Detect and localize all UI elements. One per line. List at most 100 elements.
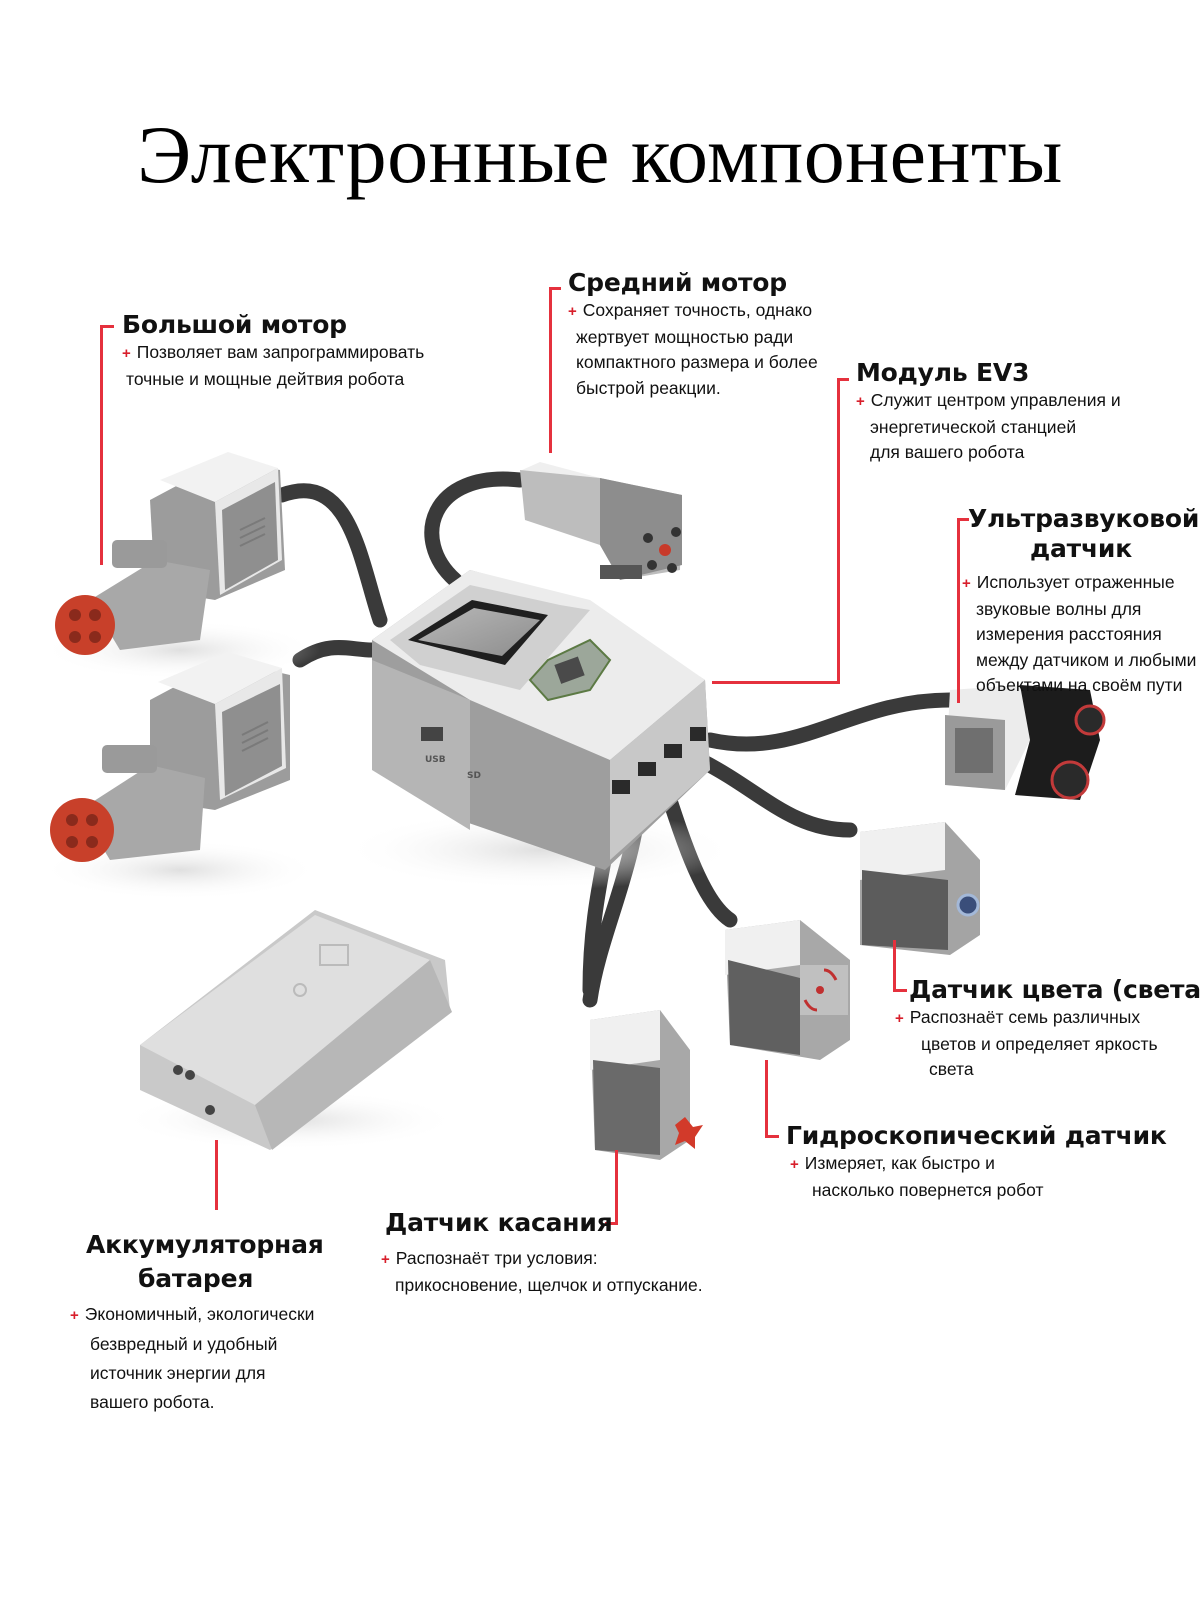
leader-touch	[615, 1150, 618, 1224]
medium-motor-desc-line-2: жертвует мощностью ради	[568, 325, 818, 351]
label-ev3-brick: Модуль EV3 +Служит центром управления и …	[856, 358, 1121, 466]
leader-color	[893, 940, 896, 992]
ev3-brick: USB SD	[372, 570, 710, 870]
ultrasonic-sensor	[945, 685, 1106, 800]
plus-icon: +	[122, 345, 131, 362]
ultrasonic-desc-line-3: измерения расстояния	[968, 622, 1199, 648]
label-ultrasonic-sensor: Ультразвуковой датчик +Использует отраже…	[962, 504, 1200, 699]
desc-text: энергетической станцией	[870, 416, 1077, 437]
color-desc-line-1: +Распознаёт семь различных	[895, 1005, 1200, 1032]
desc-text: источник энергии для	[90, 1363, 266, 1383]
leader-battery	[215, 1140, 218, 1210]
color-sensor	[860, 822, 980, 955]
desc-text: объектами на своём пути	[976, 675, 1183, 695]
leader-ev3-horizontal	[712, 681, 840, 684]
desc-text: точные и мощные дейтвия робота	[126, 368, 405, 389]
desc-text: насколько повернется робот	[812, 1179, 1044, 1200]
leader-ultrasonic	[957, 518, 960, 703]
desc-text: света	[929, 1059, 974, 1079]
plus-icon: +	[568, 303, 577, 320]
large-motor-title: Большой мотор	[122, 310, 347, 339]
battery-desc-line-1: + Экономичный, экологически	[70, 1300, 324, 1330]
desc-text: звуковые волны для	[976, 598, 1142, 619]
ultrasonic-title-line-1: Ультразвуковой	[968, 504, 1200, 533]
label-battery: Аккумуляторная батарея + Экономичный, эко…	[70, 1228, 324, 1417]
touch-desc-line-1: + Распознаёт три условия:	[381, 1246, 703, 1273]
ultrasonic-desc-line-2: звуковые волны для	[968, 597, 1199, 623]
ultrasonic-title-line-2: датчик	[1030, 534, 1132, 563]
label-medium-motor: Средний мотор + Сохраняет точность, однак…	[568, 268, 818, 401]
plus-icon: +	[895, 1010, 904, 1027]
battery	[140, 910, 452, 1150]
desc-text: Служит центром управления и	[870, 390, 1121, 410]
gyro-title: Гидроскопический датчик	[786, 1121, 1167, 1150]
desc-text: безвредный и удобный	[90, 1334, 278, 1354]
desc-text: Позволяет вам запрограммировать	[136, 342, 425, 362]
plus-icon: +	[790, 1156, 799, 1173]
label-touch-sensor: Датчик касания +Распознаёт три условия: …	[381, 1208, 703, 1299]
medium-motor-desc-line-4: быстрой реакции.	[568, 376, 818, 402]
leader-ev3	[837, 378, 840, 684]
touch-title: Датчик касания	[385, 1208, 613, 1237]
medium-motor-desc-line-3: компактного размера и более	[568, 350, 818, 376]
battery-title-line-2: батарея	[138, 1264, 254, 1293]
plus-icon: +	[70, 1307, 79, 1324]
medium-motor-title: Средний мотор	[568, 268, 787, 297]
cable-large-motor-1	[274, 483, 388, 628]
desc-text: для вашего робота	[870, 442, 1025, 462]
ev3-title: Модуль EV3	[856, 358, 1030, 387]
plus-icon: +	[381, 1251, 390, 1268]
large-motor-desc-line-1: + Позволяет вам запрограммировать	[122, 340, 424, 367]
desc-text: Измеряет, как быстро и	[804, 1153, 995, 1173]
desc-text: цветов и определяет яркость	[921, 1033, 1158, 1054]
leader-medium-motor	[549, 287, 552, 453]
cable-ultrasonic	[702, 692, 958, 752]
ultrasonic-desc-line-1: +Использует отраженные	[962, 570, 1199, 597]
large-motor-1	[55, 452, 285, 655]
medium-motor-desc-line-1: + Сохраняет точность, однако	[568, 298, 818, 325]
desc-text: Сохраняет точность, однако	[582, 300, 813, 320]
cable-color	[692, 752, 858, 838]
sd-port-label: SD	[467, 771, 481, 781]
leader-large-motor-tick	[100, 325, 114, 328]
plus-icon: +	[962, 575, 971, 592]
gyro-desc-line-2: насколько повернется робот	[786, 1178, 1167, 1204]
leader-gyro-tick	[765, 1135, 779, 1138]
label-color-sensor: Датчик цвета (света) +Распознаёт семь ра…	[895, 975, 1200, 1083]
leader-color-tick	[893, 989, 907, 992]
desc-text: Экономичный, экологически	[84, 1304, 315, 1324]
desc-text: компактного размера и более	[576, 352, 818, 372]
gyro-desc-line-1: + Измеряет, как быстро и	[790, 1151, 1167, 1178]
usb-port-label: USB	[425, 755, 446, 765]
leader-touch-tick	[605, 1222, 618, 1225]
touch-sensor	[590, 1010, 703, 1160]
large-motor-2	[50, 652, 290, 862]
battery-desc-line-3: источник энергии для	[86, 1359, 324, 1388]
leader-medium-motor-tick	[549, 287, 561, 290]
ev3-desc-line-1: +Служит центром управления и	[856, 388, 1121, 415]
battery-title-line-1: Аккумуляторная	[86, 1230, 324, 1259]
label-gyro-sensor: Гидроскопический датчик + Измеряет, как б…	[786, 1121, 1167, 1203]
leader-ultrasonic-tick	[957, 518, 969, 521]
touch-desc-line-2: прикосновение, щелчок и отпускание.	[385, 1273, 703, 1299]
ev3-desc-line-3: для вашего робота	[856, 440, 1121, 466]
gyro-sensor	[725, 920, 850, 1060]
page-title: Электронные компоненты	[137, 109, 1063, 200]
desc-text: измерения расстояния	[976, 624, 1162, 644]
color-desc-line-3: света	[909, 1057, 1200, 1083]
desc-text: вашего робота.	[90, 1392, 215, 1412]
ev3-desc-line-2: энергетической станцией	[856, 415, 1121, 441]
ultrasonic-desc-line-5: объектами на своём пути	[968, 673, 1199, 699]
ultrasonic-desc-line-4: между датчиком и любыми	[968, 648, 1199, 674]
desc-text: Распознаёт три условия:	[395, 1248, 598, 1268]
leader-ev3-tick	[837, 378, 849, 381]
cable-medium-motor	[424, 471, 528, 588]
large-motor-desc-line-2: точные и мощные дейтвия робота	[122, 367, 424, 393]
color-sensor-title: Датчик цвета (света)	[909, 975, 1200, 1004]
color-desc-line-2: цветов и определяет яркость	[909, 1032, 1200, 1058]
label-large-motor: Большой мотор + Позволяет вам запрограмми…	[122, 310, 424, 392]
medium-motor	[520, 462, 682, 580]
desc-text: между датчиком и любыми	[976, 649, 1197, 670]
desc-text: прикосновение, щелчок и отпускание.	[395, 1274, 703, 1295]
